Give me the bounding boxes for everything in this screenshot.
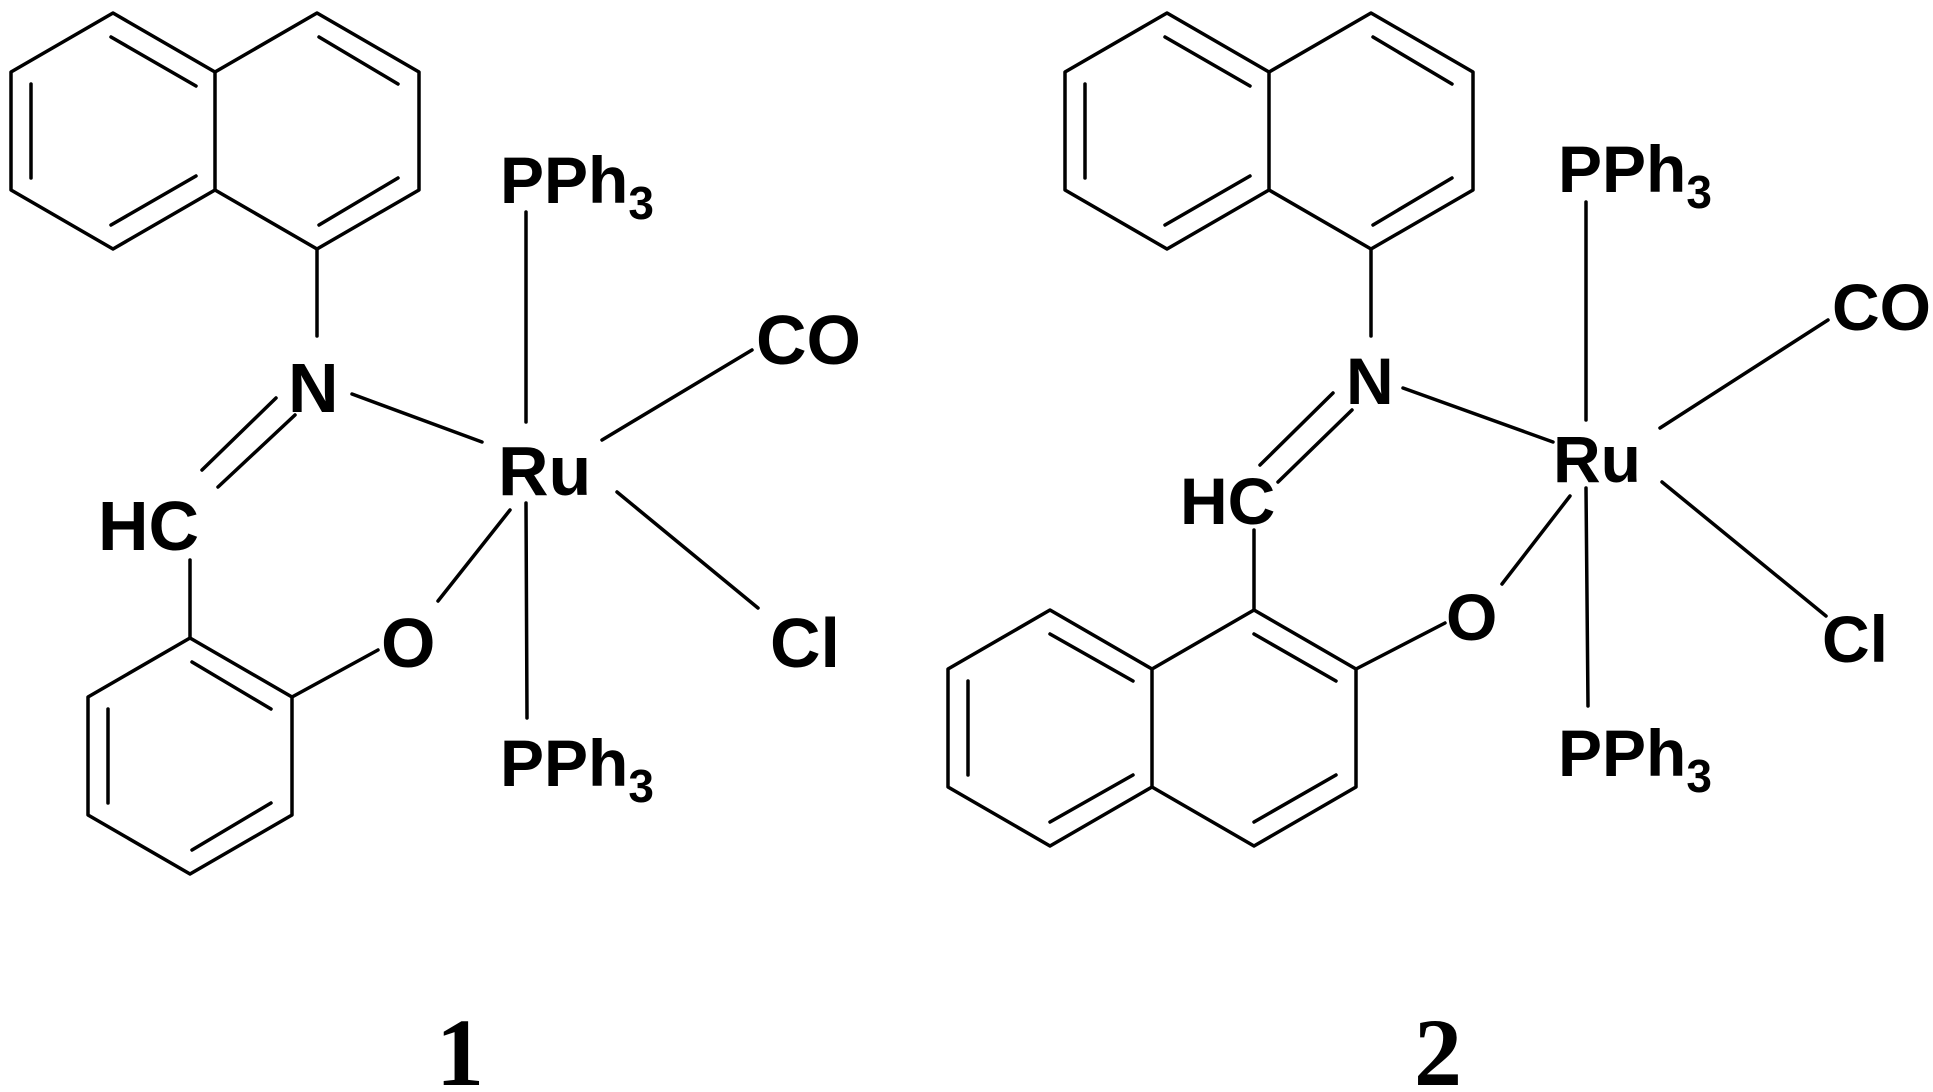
bond-cn-double [200, 396, 278, 472]
bond-n-ru [350, 392, 484, 444]
naphthyl-left-ring [1063, 11, 1271, 251]
naphthyl-double-bond [1371, 35, 1454, 86]
phenyl-ring [86, 636, 294, 876]
compound-label-1: 1 [436, 999, 484, 1092]
hc-label: HC [98, 487, 199, 565]
phenyl-double-bond [190, 660, 273, 711]
cl-label: Cl [770, 604, 840, 682]
co-label: CO [1832, 270, 1931, 344]
n-label: N [288, 349, 339, 427]
compound-2: PPh3 CO N Ru HC O Cl PPh3 2 [946, 11, 1931, 1092]
bond-n-ru [1401, 386, 1555, 444]
pph3-top-label: PPh3 [500, 143, 654, 229]
naphthol-left-ring [946, 608, 1154, 848]
bond-cn-double [216, 413, 297, 489]
naphthol-double-bond [1048, 773, 1135, 824]
naphthol-right-ring [1150, 608, 1358, 848]
pph3-top-label: PPh3 [1558, 132, 1712, 218]
naphthyl-double-bond [317, 176, 400, 227]
bond-p-ru-bottom [1584, 486, 1590, 708]
naphthyl-group-2 [1063, 11, 1475, 251]
bond-o-ru [1500, 494, 1572, 586]
naphthyl-group-1 [9, 11, 421, 251]
naphthol-double-bond [1252, 632, 1338, 683]
ru-label: Ru [1553, 422, 1641, 496]
pph3-bottom-label: PPh3 [500, 726, 654, 812]
pph3-bottom-label: PPh3 [1558, 716, 1712, 802]
cl-label: Cl [1822, 602, 1888, 676]
bond-ru-cl [1660, 480, 1828, 618]
n-label: N [1346, 344, 1394, 418]
compound-1: PPh3 CO N Ru HC O Cl PPh3 1 [9, 11, 861, 1092]
hc-label: HC [1180, 464, 1275, 538]
naphthyl-left-ring [9, 11, 217, 251]
ru-label: Ru [498, 432, 591, 510]
co-label: CO [756, 301, 861, 379]
naphthyl-double-bond [317, 35, 400, 86]
naphthyl-double-bond [1371, 176, 1454, 227]
o-label: O [381, 604, 435, 682]
naphthyl-right-ring [213, 11, 421, 251]
bond-ru-co [1658, 318, 1830, 430]
naphthol-double-bond [1252, 773, 1338, 824]
naphthyl-right-ring [1267, 11, 1475, 251]
naphthyl-double-bond [1163, 35, 1252, 88]
naphthyl-double-bond [109, 174, 198, 227]
compound-label-2: 2 [1414, 999, 1462, 1092]
naphthol-double-bond [1048, 632, 1135, 683]
o-label: O [1446, 580, 1497, 654]
naphthyl-double-bond [109, 35, 198, 88]
bond-ru-co [600, 348, 754, 442]
bond-cn-double [1258, 391, 1335, 467]
bond-aryl-o [290, 648, 380, 699]
naphthyl-double-bond [1163, 174, 1252, 227]
phenyl-double-bond [190, 801, 273, 852]
bond-naphthol-o [1354, 621, 1447, 671]
bond-p-ru-bottom [524, 501, 529, 720]
bond-o-ru [436, 508, 512, 603]
bond-ru-cl [615, 490, 760, 610]
bond-cn-double [1276, 408, 1354, 484]
